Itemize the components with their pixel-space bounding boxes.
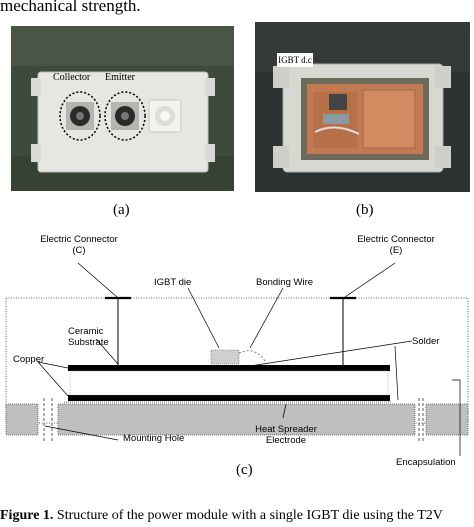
heat-spreader-electrode xyxy=(58,404,415,435)
figure-caption-label: Figure 1. xyxy=(0,508,53,523)
base-right-segment xyxy=(426,404,468,435)
ceramic-substrate-label: Ceramic Substrate xyxy=(68,326,109,348)
module-photo-graphic xyxy=(11,26,234,191)
caption-b: (b) xyxy=(356,202,374,219)
heat-spreader-label: Heat Spreader Electrode xyxy=(248,424,324,446)
copper-top-layer xyxy=(68,365,390,371)
ceramic-substrate xyxy=(70,371,388,395)
bonding-wire-label: Bonding Wire xyxy=(256,277,313,288)
collector-label: Collector xyxy=(53,72,90,83)
figure-caption-text: Structure of the power module with a sin… xyxy=(53,508,442,523)
electric-connector-e-label: Electric Connector (E) xyxy=(352,234,440,256)
igbt-die xyxy=(211,350,239,364)
mounting-hole-label: Mounting Hole xyxy=(123,433,184,444)
electric-connector-c-label: Electric Connector (C) xyxy=(35,234,123,256)
intro-text: mechanical strength. xyxy=(0,0,141,16)
copper-label: Copper xyxy=(13,354,44,365)
emitter-label: Emitter xyxy=(105,72,135,83)
igbt-die-photo-label: IGBT d.c xyxy=(277,53,313,67)
photo-b-module-open: IGBT d.c xyxy=(255,22,470,192)
caption-c: (c) xyxy=(236,462,253,479)
third-terminal xyxy=(149,100,181,132)
open-module-photo-graphic xyxy=(255,22,470,192)
copper-bottom-layer xyxy=(68,395,390,401)
bonding-wire xyxy=(239,351,265,361)
caption-a: (a) xyxy=(113,202,130,219)
photo-a-module-top: Collector Emitter xyxy=(11,26,234,191)
encapsulation-label: Encapsulation xyxy=(396,457,456,468)
solder-label: Solder xyxy=(412,336,439,347)
figure-caption: Figure 1. Structure of the power module … xyxy=(0,508,443,524)
base-left-segment xyxy=(6,404,38,435)
igbt-die-label: IGBT die xyxy=(154,277,191,288)
